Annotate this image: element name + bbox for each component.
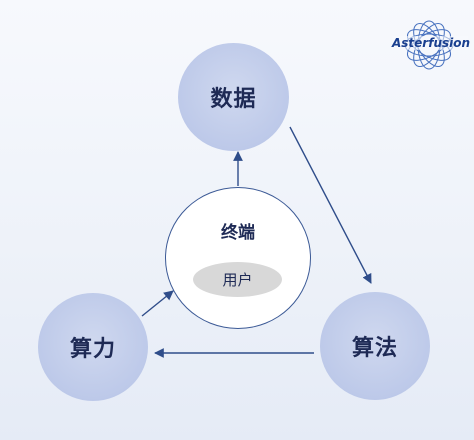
- user-label: 用户: [222, 271, 253, 289]
- arrow-compute-to-terminal: [141, 290, 174, 317]
- user-ellipse: 用户: [193, 262, 282, 297]
- terminal-circle: 终端 用户: [165, 187, 311, 329]
- brand-logo: Asterfusion: [392, 14, 471, 76]
- logo-text: Asterfusion: [392, 36, 471, 50]
- node-data: 数据: [178, 43, 289, 151]
- node-compute: 算力: [38, 293, 148, 401]
- node-data-label: 数据: [210, 87, 257, 112]
- arrow-data-to-algorithm: [289, 126, 372, 284]
- node-compute-label: 算力: [69, 337, 116, 362]
- node-algorithm-label: 算法: [351, 336, 398, 361]
- terminal-label: 终端: [221, 223, 255, 243]
- node-algorithm: 算法: [320, 292, 430, 400]
